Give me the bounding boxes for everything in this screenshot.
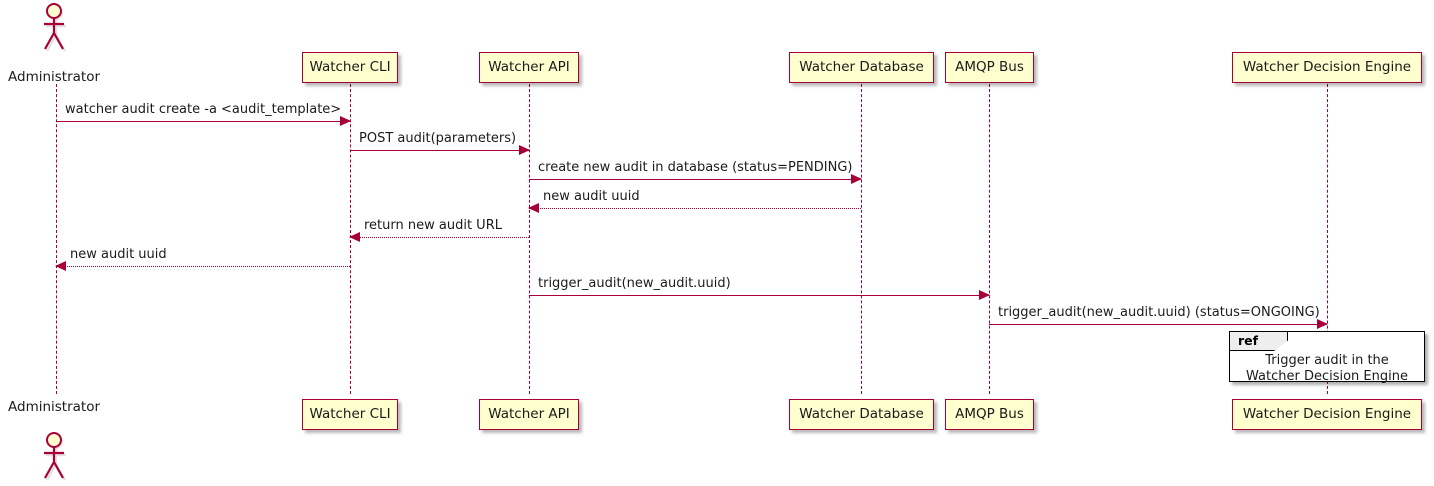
participant-label: AMQP Bus [955,405,1024,422]
participant-label: Watcher CLI [309,58,391,75]
ref-fragment-trigger-audit[interactable]: ref Trigger audit in the Watcher Decisio… [1229,331,1425,385]
participant-label: Watcher API [488,58,570,75]
participant-amqp-bus-bottom[interactable]: AMQP Bus [945,399,1034,430]
message-line [56,266,350,267]
ref-body-line-2: Watcher Decision Engine [1246,368,1408,384]
arrowhead-icon [528,203,539,213]
participant-amqp-bus-top[interactable]: AMQP Bus [945,52,1034,83]
participant-watcher-api-top[interactable]: Watcher API [479,52,579,83]
participant-watcher-decision-engine-top[interactable]: Watcher Decision Engine [1232,52,1422,83]
message-line [529,208,861,209]
message-label: create new audit in database (status=PEN… [538,159,853,175]
message-label: new audit uuid [70,246,167,262]
participant-watcher-database-bottom[interactable]: Watcher Database [789,399,934,430]
lifeline-watcher-api [529,84,530,394]
ref-body-line-1: Trigger audit in the [1265,353,1389,368]
actor-label-administrator-bottom: Administrator [8,399,101,415]
participant-watcher-decision-engine-bottom[interactable]: Watcher Decision Engine [1232,399,1422,430]
actor-administrator-bottom-icon [44,432,67,481]
participant-watcher-api-bottom[interactable]: Watcher API [479,399,579,430]
message-label: return new audit URL [364,217,502,233]
actor-label-administrator-top: Administrator [8,69,101,85]
message-line [350,150,529,151]
participant-label: Watcher Database [799,405,924,422]
arrowhead-icon [1317,319,1328,329]
arrowhead-icon [55,261,66,271]
message-line [529,295,989,296]
message-line [350,237,529,238]
lifeline-amqp-bus [989,84,990,394]
arrowhead-icon [851,174,862,184]
message-label: new audit uuid [543,188,640,204]
arrowhead-icon [519,145,530,155]
arrowhead-icon [349,232,360,242]
participant-watcher-cli-top[interactable]: Watcher CLI [302,52,398,83]
ref-tab-label: ref [1238,332,1259,348]
message-label: trigger_audit(new_audit.uuid) [538,275,731,291]
lifeline-watcher-database [861,84,862,394]
ref-tab: ref [1230,332,1288,351]
participant-watcher-database-top[interactable]: Watcher Database [789,52,934,83]
participant-watcher-cli-bottom[interactable]: Watcher CLI [302,399,398,430]
message-label: watcher audit create -a <audit_template> [65,101,342,117]
participant-label: Watcher Decision Engine [1242,405,1412,422]
arrowhead-icon [340,116,351,126]
arrowhead-icon [979,290,990,300]
message-line [989,324,1327,325]
participant-label: AMQP Bus [955,58,1024,75]
participant-label: Watcher CLI [309,405,391,422]
actor-administrator-top-icon [44,3,67,52]
message-line [529,179,861,180]
participant-label: Watcher Decision Engine [1242,58,1412,75]
lifeline-administrator [56,84,57,394]
participant-label: Watcher API [488,405,570,422]
participant-label: Watcher Database [799,58,924,75]
message-line [56,121,350,122]
message-label: trigger_audit(new_audit.uuid) (status=ON… [998,304,1320,320]
message-label: POST audit(parameters) [359,130,517,146]
lifeline-watcher-decision-engine [1327,84,1328,394]
ref-body: Trigger audit in the Watcher Decision En… [1230,353,1424,385]
